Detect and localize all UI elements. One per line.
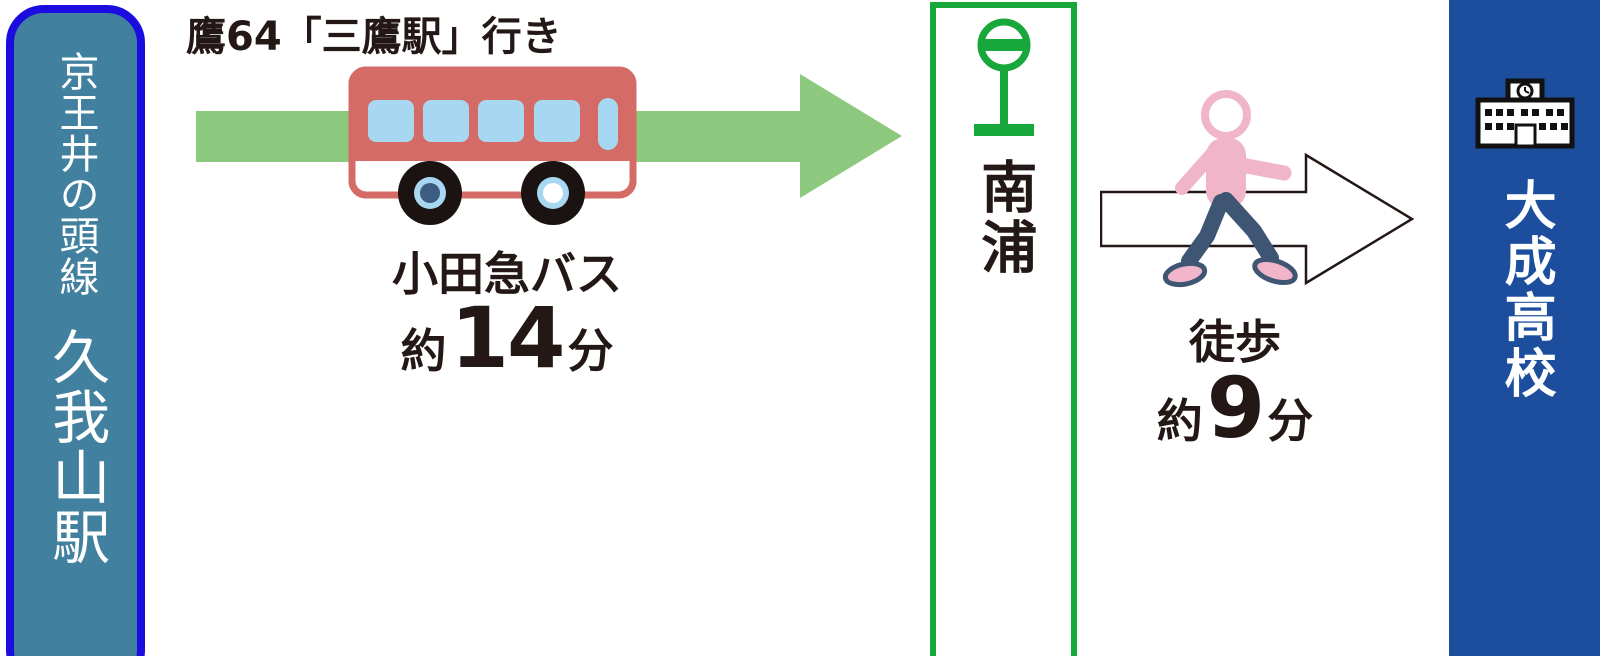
walk-duration-value: 9: [1206, 359, 1265, 457]
bus-icon: [348, 66, 637, 225]
walk-arrow-icon: [1100, 152, 1415, 286]
walk-duration-unit: 分: [1267, 394, 1314, 448]
school-icon: [1475, 78, 1574, 149]
station-line-name: 京王井の頭線: [52, 51, 99, 297]
bus-front-wheel: [521, 161, 585, 225]
bus-operator-label: 小田急バス: [392, 247, 622, 301]
bus-stop-sign-icon: [973, 18, 1034, 136]
bus-duration-value: 14: [450, 289, 566, 387]
bus-duration: 約 14 分: [372, 296, 642, 380]
walk-duration-prefix: 約: [1156, 394, 1203, 448]
walker-icon: [1162, 90, 1298, 288]
origin-station-box: 京王井の頭線 久我山駅: [6, 5, 145, 656]
walk-duration: 約 9 分: [1135, 366, 1335, 450]
destination-name: 大成高校: [1495, 178, 1556, 402]
bus-duration-unit: 分: [567, 324, 614, 378]
bus-duration-prefix: 約: [400, 324, 447, 378]
walk-mode-label: 徒歩: [1189, 315, 1281, 369]
bus-stop-name: 南浦: [971, 158, 1037, 278]
origin-station-name: 久我山駅: [42, 327, 111, 567]
destination-box: 大成高校: [1449, 0, 1600, 656]
bus-rear-wheel: [398, 161, 462, 225]
bus-route-label: 鷹64「三鷹駅」行き: [186, 14, 562, 60]
bus-stop-box: 南浦: [930, 2, 1077, 656]
route-arrow-head-icon: [800, 74, 902, 198]
